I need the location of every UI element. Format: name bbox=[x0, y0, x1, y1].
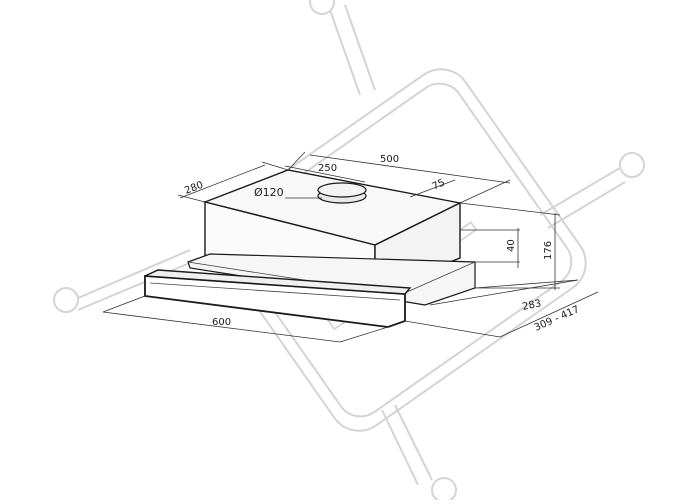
watermark-stroke bbox=[329, 9, 361, 96]
watermark-circle-bottom bbox=[431, 477, 457, 503]
dimline-front-width bbox=[102, 311, 341, 343]
watermark-stroke bbox=[547, 181, 626, 229]
dimline-body-depth bbox=[429, 279, 579, 306]
hood-body bbox=[144, 169, 476, 328]
label-top-depth: 280 bbox=[183, 180, 205, 197]
dimline-duct-offset bbox=[284, 165, 366, 183]
ext-line bbox=[459, 202, 561, 216]
dimline-top-width bbox=[309, 154, 511, 184]
label-top-width: 500 bbox=[380, 154, 399, 165]
ext-line bbox=[404, 320, 501, 338]
watermark-circle-top bbox=[309, 0, 335, 15]
watermark-stroke bbox=[77, 249, 191, 299]
dimline-extended-depth bbox=[499, 291, 599, 338]
watermark-stroke bbox=[344, 4, 376, 91]
dimline-duct-side bbox=[409, 179, 456, 198]
watermark-stroke bbox=[381, 409, 419, 486]
tray-edge bbox=[399, 261, 476, 296]
watermark-frame bbox=[213, 68, 587, 432]
ext-line bbox=[474, 279, 579, 289]
watermark-stroke bbox=[394, 404, 433, 481]
label-step-height: 40 bbox=[506, 239, 517, 252]
label-total-height: 176 bbox=[543, 241, 554, 260]
duct-outlet-top bbox=[317, 182, 367, 198]
dimension-lines bbox=[102, 151, 599, 343]
watermark-stroke bbox=[77, 261, 193, 311]
front-panel-top bbox=[144, 269, 412, 295]
label-front-width: 600 bbox=[212, 317, 231, 328]
ext-line bbox=[261, 161, 289, 171]
dimline-top-depth bbox=[179, 164, 266, 199]
ext-line bbox=[102, 295, 146, 313]
label-duct-side: 75 bbox=[431, 177, 447, 192]
front-panel-inner-line bbox=[149, 282, 401, 301]
watermark-frame-inner bbox=[227, 82, 573, 418]
ext-line bbox=[287, 151, 306, 171]
watermark-circle-right bbox=[619, 152, 645, 178]
label-duct-offset: 250 bbox=[318, 163, 337, 174]
ext-line bbox=[177, 194, 206, 203]
watermark-circle-left bbox=[53, 287, 79, 313]
ext-line bbox=[459, 179, 511, 204]
ext-line bbox=[339, 326, 389, 343]
label-duct-diameter: Ø120 bbox=[254, 186, 284, 199]
label-body-depth: 283 bbox=[521, 298, 542, 313]
